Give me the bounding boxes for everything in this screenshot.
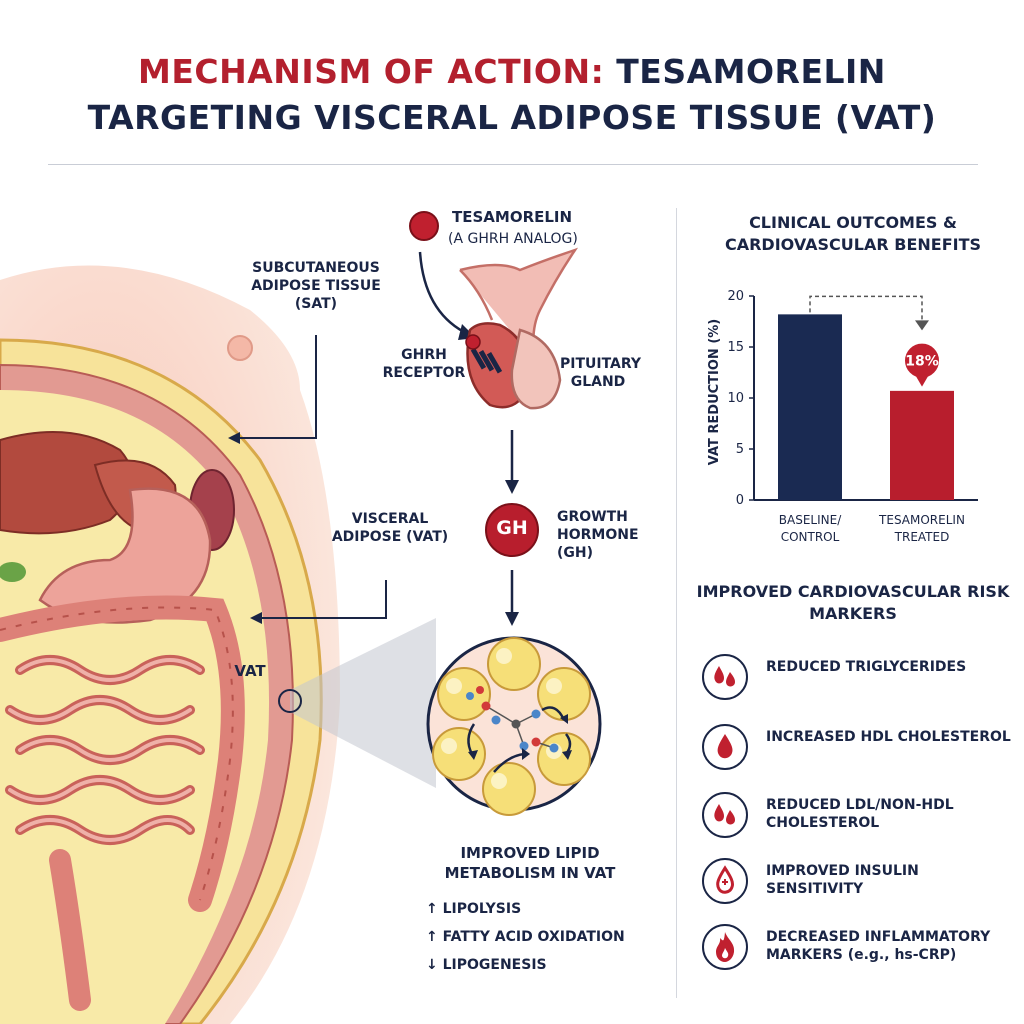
vat-label: VISCERAL ADIPOSE (VAT) — [331, 511, 449, 545]
risk-marker-text: DECREASED INFLAMMATORY MARKERS (e.g., hs… — [766, 929, 991, 963]
risk-marker-item: REDUCED LDL/NON-HDL CHOLESTEROL — [702, 792, 1012, 850]
page-title-line-1: MECHANISM OF ACTION: TESAMORELIN — [0, 52, 1024, 91]
pituitary-stalk — [459, 247, 579, 361]
chart-bar-1 — [890, 390, 954, 500]
title-part-1: MECHANISM OF ACTION: — [138, 52, 605, 91]
rectum-shape — [49, 849, 91, 1011]
risk-marker-item: REDUCED TRIGLYCERIDES — [702, 654, 1012, 712]
chart-category-label: TREATED — [894, 530, 950, 544]
arrow-up-icon: ↑ — [426, 901, 438, 917]
colon-haustra — [0, 606, 234, 901]
drug-name: TESAMORELIN — [452, 208, 573, 226]
adipocyte-magnifier — [426, 636, 602, 816]
sat-pointer-arrowhead — [228, 432, 240, 444]
insulin-drop-icon — [702, 858, 748, 904]
zoom-cone — [290, 618, 436, 788]
binding-arrow — [418, 251, 465, 334]
blood-drops-icon — [702, 792, 748, 838]
posterior-pituitary — [510, 328, 562, 410]
markers-title: IMPROVED CARDIOVASCULAR RISK MARKERS — [696, 582, 1010, 623]
chart-category-label: BASELINE/ — [779, 513, 842, 527]
chart-annotation-connector — [809, 295, 923, 323]
gh-label: GROWTH HORMONE (GH) — [557, 509, 639, 561]
gh-badge-text: GH — [496, 517, 528, 539]
outcomes-title: CLINICAL OUTCOMES & CARDIOVASCULAR BENEF… — [724, 213, 982, 254]
ghrh-receptor-icon — [465, 334, 503, 374]
chart-tick-label: 5 — [736, 442, 744, 457]
risk-marker-text: IMPROVED INSULIN SENSITIVITY — [766, 863, 919, 897]
zoom-origin — [278, 689, 302, 713]
chart-y-axis-label: VAT REDUCTION (%) — [707, 319, 722, 465]
chart-category-label: TESAMORELIN — [878, 513, 965, 527]
effect-lipogenesis: ↓ LIPOGENESIS — [426, 957, 547, 973]
risk-marker-item: IMPROVED INSULIN SENSITIVITY — [702, 858, 1012, 916]
lipid-title: IMPROVED LIPID METABOLISM IN VAT — [444, 844, 616, 882]
vat-reduction-chart: 0 5 10 15 20 BASELINE/CONTROL TESAMORELIN TREA… — [707, 289, 978, 544]
chart-category-label: CONTROL — [781, 530, 840, 544]
chart-bar-0 — [778, 314, 842, 500]
risk-marker-item: INCREASED HDL CHOLESTEROL — [702, 724, 1012, 782]
gallbladder-shape — [0, 562, 26, 582]
blood-drops-icon — [702, 654, 748, 700]
chart-tick-label: 0 — [736, 493, 744, 508]
effect-lipolysis: ↑ LIPOLYSIS — [426, 901, 522, 917]
chart-annotation-text: 18% — [905, 354, 939, 370]
pathway-diagram — [409, 211, 579, 626]
chart-ticks: 0 5 10 15 20 — [727, 289, 754, 508]
chart-tick-label: 20 — [727, 289, 744, 304]
title-part-2: TESAMORELIN — [616, 52, 886, 91]
chart-category-labels: BASELINE/CONTROL TESAMORELIN TREATED — [779, 513, 965, 544]
vat-pointer-arrowhead — [250, 612, 262, 624]
gh-badge-icon — [485, 503, 539, 557]
risk-marker-text: REDUCED LDL/NON-HDL CHOLESTEROL — [766, 797, 954, 831]
drug-subtitle: (A GHRH ANALOG) — [448, 231, 578, 247]
chart-annotation: 18% — [809, 295, 941, 387]
chart-tick-label: 15 — [727, 340, 744, 355]
nipple-shape — [227, 335, 253, 361]
page-title-line-2: TARGETING VISCERAL ADIPOSE TISSUE (VAT) — [87, 98, 937, 137]
receptor-label: GHRH RECEPTOR — [382, 347, 466, 381]
arrow-down-icon: ↓ — [426, 957, 438, 973]
abdomen-illustration — [0, 265, 436, 1024]
chart-tick-label: 10 — [727, 391, 744, 406]
arrow-up-icon: ↑ — [426, 929, 438, 945]
effect-fatty-acid-oxidation: ↑ FATTY ACID OXIDATION — [426, 929, 625, 945]
title-divider — [48, 164, 978, 165]
chart-bars — [778, 314, 954, 500]
vat-tag: VAT — [234, 662, 266, 680]
fatty-acid-molecules — [466, 686, 559, 753]
risk-marker-text: INCREASED HDL CHOLESTEROL — [766, 729, 1011, 745]
vat-pointer-line — [262, 580, 387, 619]
panel-divider — [676, 208, 677, 998]
risk-marker-item: DECREASED INFLAMMATORY MARKERS (e.g., hs… — [702, 924, 1012, 982]
pituitary-label: PITUITARY GLAND — [560, 356, 642, 390]
tesamorelin-molecule-icon — [409, 211, 439, 241]
sat-label: SUBCUTANEOUS ADIPOSE TISSUE (SAT) — [251, 260, 381, 312]
flame-icon — [702, 924, 748, 970]
blood-drop-icon — [702, 724, 748, 770]
risk-marker-text: REDUCED TRIGLYCERIDES — [766, 659, 967, 675]
